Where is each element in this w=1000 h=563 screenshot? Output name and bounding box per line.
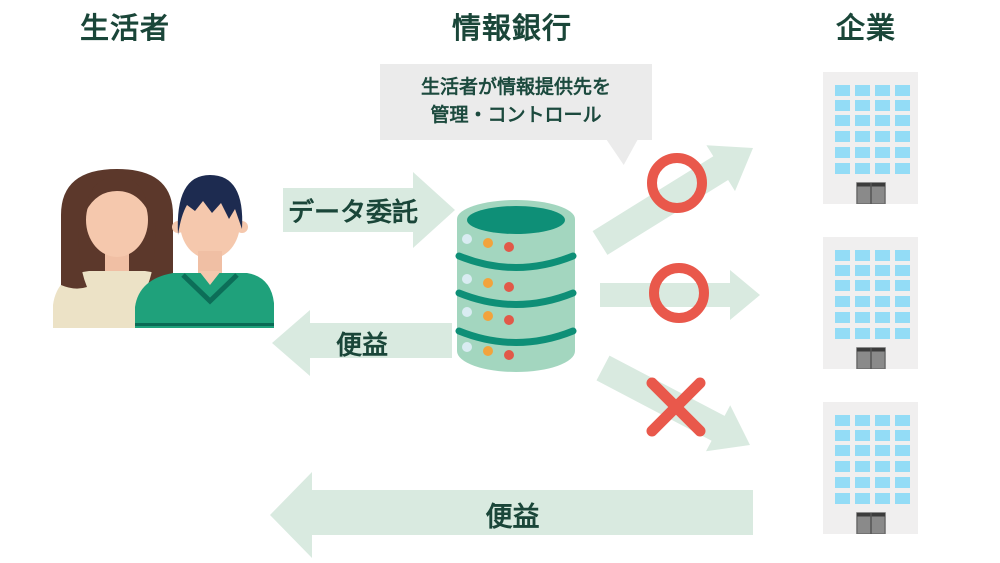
arrow-benefit-mid-label: 便益 (335, 329, 388, 360)
building-windows (835, 415, 910, 504)
callout-bubble: 生活者が情報提供先を 管理・コントロール (380, 64, 652, 140)
bank-to-company-arrows (592, 145, 760, 452)
database-icon (455, 200, 577, 372)
arrow-benefit-bottom: 便益 (270, 472, 753, 558)
arrow-benefit-bottom-label: 便益 (485, 501, 540, 532)
building-windows (835, 250, 910, 339)
woman-avatar-icon (53, 169, 181, 328)
header-information-bank: 情報銀行 (452, 13, 573, 45)
database-leds-row1 (462, 234, 514, 252)
arrow-to-company-2 (600, 270, 760, 320)
allow-circle-icon (649, 263, 709, 323)
deny-cross-icon (646, 377, 706, 437)
building-windows (835, 85, 910, 174)
callout-line2: 管理・コントロール (430, 105, 602, 126)
arrow-benefit-mid: 便益 (272, 310, 452, 376)
database-leds-row2 (462, 274, 514, 292)
arrow-data-entrust-label: データ委託 (287, 196, 418, 227)
man-avatar-icon (135, 175, 274, 328)
header-consumer: 生活者 (80, 13, 171, 45)
building-icon (823, 72, 918, 204)
arrow-to-company-1 (592, 145, 753, 255)
header-company: 企業 (836, 13, 897, 45)
building-icon (823, 402, 918, 534)
database-leds-row4 (462, 342, 514, 360)
building-icon (823, 237, 918, 369)
building-door (856, 182, 886, 204)
building-door (856, 347, 886, 369)
building-door (856, 512, 886, 534)
database-leds-row3 (462, 307, 514, 325)
arrow-data-entrust: データ委託 (283, 172, 455, 248)
consumers-avatars-icon (53, 169, 274, 328)
allow-circle-icon (647, 153, 707, 213)
callout-line1: 生活者が情報提供先を (420, 77, 611, 99)
